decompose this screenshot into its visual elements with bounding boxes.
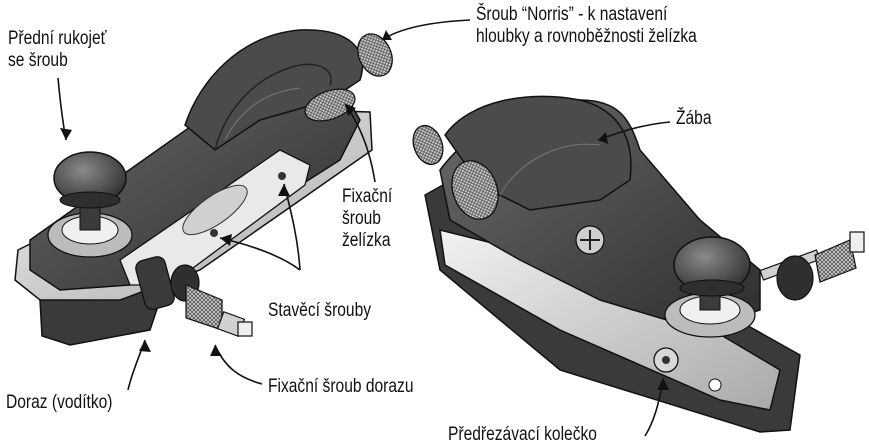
label-fence: Doraz (vodítko) [6,392,112,414]
label-fence-text: Doraz (vodítko) [6,392,112,414]
label-fence-fix-text: Fixační šroub dorazu [268,376,413,398]
label-blade-fix-line3: želízka [342,230,392,252]
label-front-handle: Přední rukojeť se šroub [8,28,107,72]
left-fence-fix-screw [186,285,222,330]
label-frog-text: Žába [676,108,712,130]
leader-fence-fix [215,345,262,384]
label-front-handle-line2: se šroub [8,50,107,72]
label-blade-fix-screw: Fixační šroub želízka [342,186,392,252]
label-frog: Žába [676,108,712,130]
label-blade-fix-line1: Fixační [342,186,392,208]
label-norris-line1: Šroub “Norris” - k nastavení [476,4,697,26]
label-adjust-screws: Stavěcí šrouby [268,300,371,322]
right-plane [408,96,864,432]
label-fence-fix-screw: Fixační šroub dorazu [268,376,413,398]
label-blade-fix-line2: šroub [342,208,392,230]
label-norris-line2: hloubky a rovnoběžnosti želízka [476,26,697,48]
label-front-handle-line1: Přední rukojeť [8,28,107,50]
label-spur-text: Předřezávací kolečko [448,424,597,446]
label-norris-screw: Šroub “Norris” - k nastavení hloubky a r… [476,4,697,48]
label-spur: Předřezávací kolečko [448,424,597,446]
leader-norris [382,20,470,40]
label-adjust-text: Stavěcí šrouby [268,300,371,322]
